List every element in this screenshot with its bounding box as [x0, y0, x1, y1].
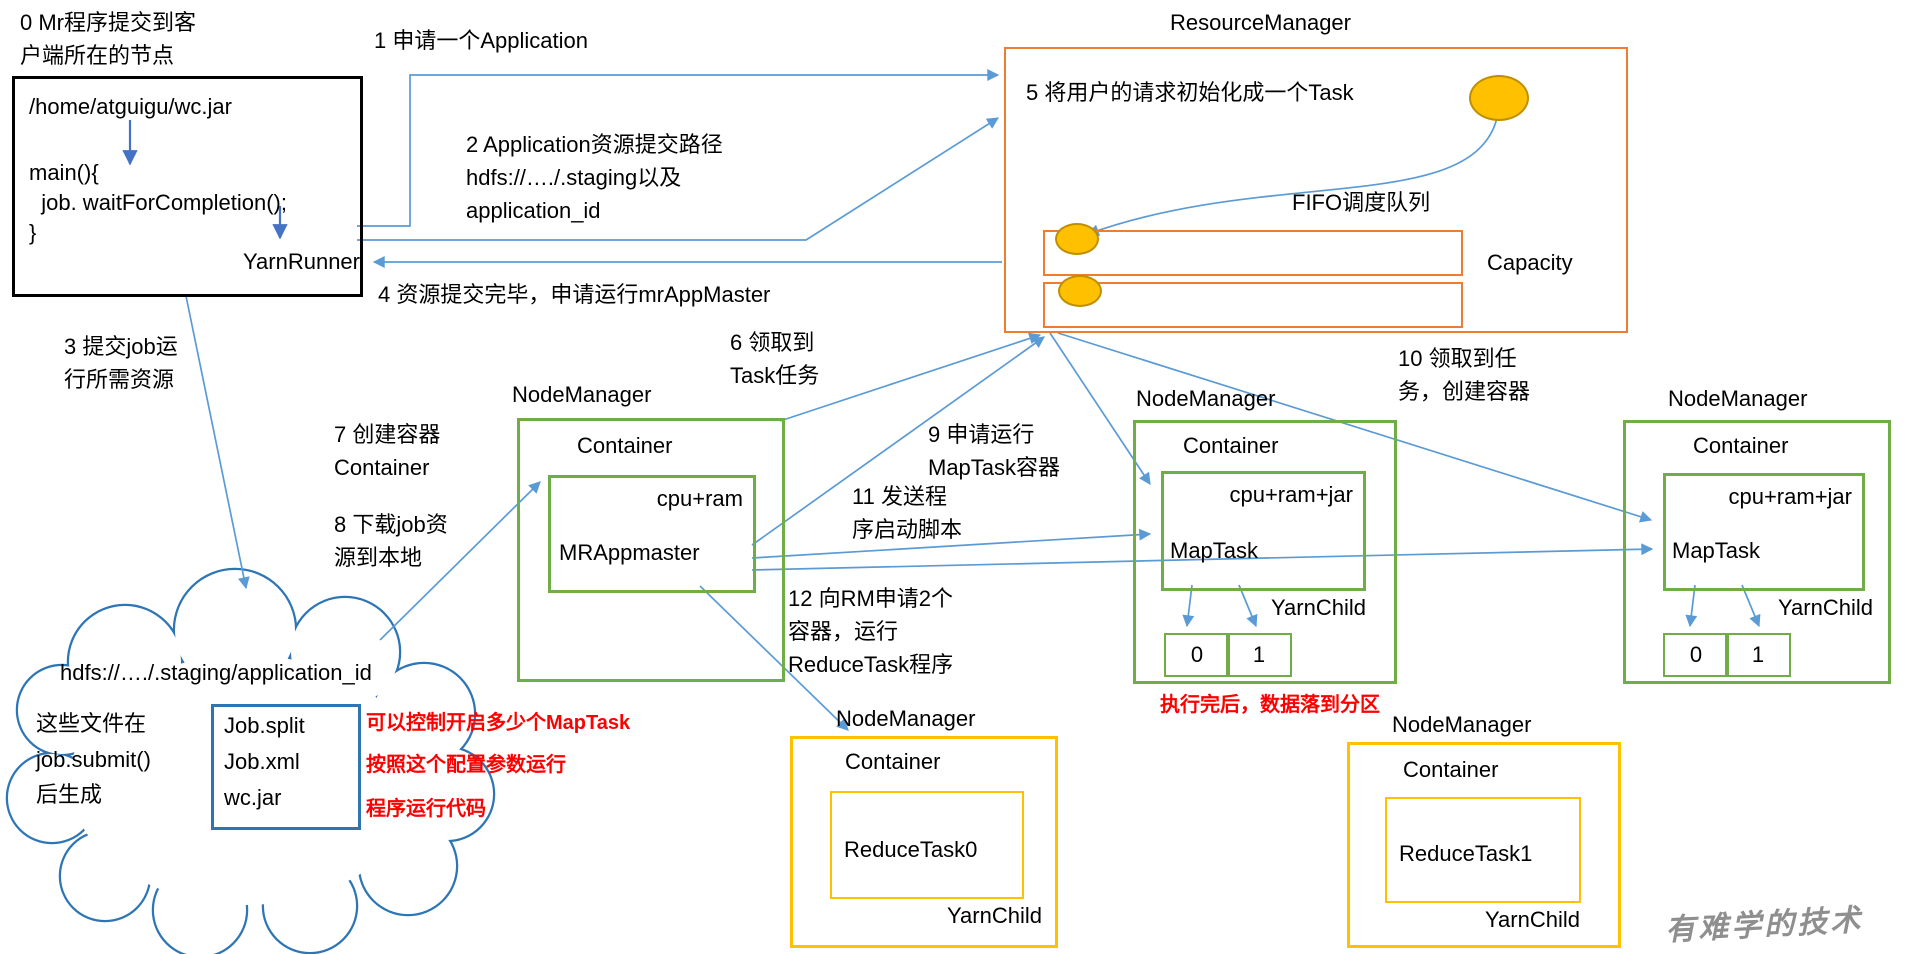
- file-wc-jar: wc.jar: [224, 785, 282, 810]
- code-line-brace: }: [29, 220, 37, 245]
- staging-path-text: hdfs://…./.staging/application_id: [60, 660, 372, 685]
- maptask2-label: MapTask: [1672, 538, 1761, 563]
- arrow-step9: [751, 336, 1045, 546]
- maptask-note-2: 按照这个配置参数运行: [366, 754, 566, 776]
- nm-app-resources: cpu+ram: [656, 486, 743, 511]
- arrow-step6: [779, 332, 1042, 422]
- resourcemanager-box: 5 将用户的请求初始化成一个Task FIFO调度队列 Capacity: [1004, 47, 1628, 333]
- file-job-split: Job.split: [224, 713, 305, 738]
- nm-map2-slot-0: 0: [1663, 633, 1729, 677]
- maptask-note-1: 可以控制开启多少个MapTask: [366, 712, 631, 734]
- nm-map1-resources: cpu+ram+jar: [1229, 482, 1353, 507]
- code-line-wait: job. waitForCompletion();: [29, 190, 287, 215]
- arrow-step7-8: [379, 481, 541, 641]
- queue1-task-ellipse: [1055, 223, 1099, 255]
- step8-label: 8 下载job资 源到本地: [334, 512, 448, 570]
- step12-label: 12 向RM申请2个 容器，运行 ReduceTask程序: [788, 586, 954, 677]
- maptask1-container: cpu+ram+jar MapTask: [1161, 471, 1366, 591]
- partition-note: 执行完后，数据落到分区: [1160, 694, 1380, 716]
- nm-reduce1-container-label: Container: [845, 749, 941, 774]
- slot-1-value: 1: [1751, 642, 1765, 667]
- nm-map1-box: Container cpu+ram+jar MapTask YarnChild …: [1133, 420, 1397, 684]
- arrow-map1-slot0: [1182, 584, 1195, 628]
- step11-label: 11 发送程 序启动脚本: [852, 484, 963, 542]
- step0-label: 0 Mr程序提交到客 户端所在的节点: [20, 10, 197, 68]
- nm-map1-yarnchild-label: YarnChild: [1271, 595, 1366, 620]
- step6-label: 6 领取到 Task任务: [730, 330, 820, 388]
- queue2-task-ellipse: [1058, 275, 1102, 307]
- cloud-desc-text: 这些文件在 job.submit() 后生成: [36, 711, 151, 808]
- step7-label: 7 创建容器 Container: [334, 422, 441, 480]
- step10-label: 10 领取到任 务，创建容器: [1398, 346, 1531, 404]
- curve-task-to-queue: [1086, 117, 1498, 236]
- nm-map2-slot-1: 1: [1725, 633, 1791, 677]
- nm-map2-resources: cpu+ram+jar: [1728, 484, 1852, 509]
- arrow-map2-slot1: [1741, 584, 1761, 628]
- nm-map2-container-label: Container: [1693, 433, 1789, 458]
- nm-app-title: NodeManager: [512, 382, 652, 407]
- step4-label: 4 资源提交完毕，申请运行mrAppMaster: [378, 282, 771, 307]
- staging-files-box: Job.split Job.xml wc.jar: [211, 704, 361, 830]
- fifo-queue-label: FIFO调度队列: [1292, 190, 1431, 215]
- nm-map2-yarnchild-label: YarnChild: [1778, 595, 1873, 620]
- maptask2-container: cpu+ram+jar MapTask: [1663, 473, 1865, 591]
- maptask1-label: MapTask: [1170, 538, 1259, 563]
- nm-reduce1-box: Container ReduceTask0 YarnChild: [790, 736, 1058, 948]
- arrow-map1-slot1: [1238, 584, 1258, 628]
- arrow-map2-slot0: [1685, 584, 1698, 628]
- nm-app-container-label: Container: [577, 433, 673, 458]
- arrow-step11-map1: [751, 528, 1152, 559]
- nm-reduce2-title: NodeManager: [1392, 712, 1532, 737]
- code-line-main: main(){: [29, 160, 99, 185]
- nm-map1-slot-1: 1: [1226, 633, 1292, 677]
- file-job-xml: Job.xml: [224, 749, 300, 774]
- arrow-step1: [357, 69, 1000, 227]
- nm-map1-slot-0: 0: [1164, 633, 1230, 677]
- nm-app-box: Container cpu+ram MRAppmaster: [517, 418, 785, 682]
- step9-label: 9 申请运行 MapTask容器: [928, 422, 1061, 480]
- slot-0-value: 0: [1689, 642, 1703, 667]
- arrow-step12: [699, 585, 849, 731]
- step2-label: 2 Application资源提交路径 hdfs://…./.staging以及…: [466, 132, 723, 223]
- slot-1-value: 1: [1252, 642, 1266, 667]
- reducetask0-label: ReduceTask0: [844, 837, 978, 862]
- fifo-queue-2: [1043, 282, 1463, 328]
- nm-map1-title: NodeManager: [1136, 386, 1276, 411]
- slot-0-value: 0: [1190, 642, 1204, 667]
- arrow-step11-map2: [751, 543, 1654, 571]
- fifo-queue-1: [1043, 230, 1463, 276]
- task-ellipse: [1469, 75, 1529, 121]
- step1-label: 1 申请一个Application: [374, 28, 588, 53]
- resourcemanager-title: ResourceManager: [1170, 10, 1351, 35]
- reducetask0-container: ReduceTask0: [830, 791, 1024, 899]
- nm-map2-title: NodeManager: [1668, 386, 1808, 411]
- jar-path-text: /home/atguigu/wc.jar: [29, 94, 232, 119]
- mrappmaster-label: MRAppmaster: [559, 540, 700, 565]
- nm-reduce2-box: Container ReduceTask1 YarnChild: [1347, 742, 1621, 948]
- arrow-step10: [1057, 332, 1653, 523]
- nm-reduce1-title: NodeManager: [836, 706, 976, 731]
- capacity-label: Capacity: [1487, 250, 1573, 275]
- arrow-step2: [357, 117, 1000, 241]
- yarnrunner-label: YarnRunner: [243, 249, 360, 274]
- step5-label: 5 将用户的请求初始化成一个Task: [1026, 80, 1354, 105]
- reducetask1-container: ReduceTask1: [1385, 797, 1581, 903]
- reducetask1-label: ReduceTask1: [1399, 841, 1533, 866]
- nm-reduce2-container-label: Container: [1403, 757, 1499, 782]
- mrappmaster-container: cpu+ram MRAppmaster: [548, 475, 756, 593]
- step3-label: 3 提交job运 行所需资源: [64, 334, 178, 392]
- nm-map2-box: Container cpu+ram+jar MapTask YarnChild …: [1623, 420, 1891, 684]
- nm-reduce1-yarnchild-label: YarnChild: [947, 903, 1042, 928]
- maptask-note-3: 程序运行代码: [366, 798, 486, 820]
- arrow-step3: [185, 295, 250, 590]
- hdfs-cloud: [5, 567, 496, 954]
- nm-map1-container-label: Container: [1183, 433, 1279, 458]
- nm-reduce2-yarnchild-label: YarnChild: [1485, 907, 1580, 932]
- client-node-box: /home/atguigu/wc.jar main(){ job. waitFo…: [12, 76, 363, 297]
